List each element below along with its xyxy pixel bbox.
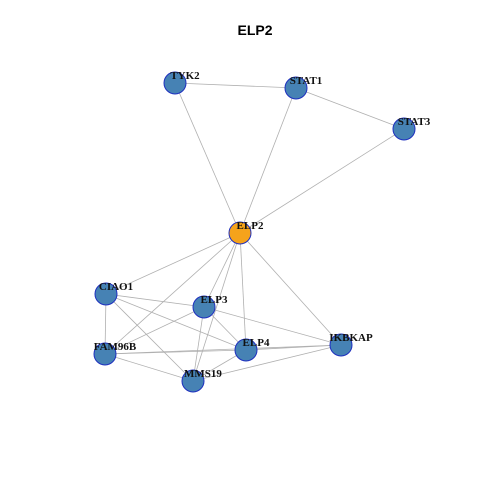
node-circle [93,342,117,366]
edge-layer [104,82,405,382]
edge-elp2-elp3 [203,232,241,308]
edge-elp2-fam96b [104,232,241,355]
edge-ciao1-elp4 [105,293,247,351]
node-circle [234,338,258,362]
node-elp2: ELP2 [228,220,264,245]
edge-fam96b-mms19 [104,353,194,382]
edge-elp2-mms19 [192,232,241,382]
edge-elp2-elp4 [239,232,247,351]
node-label: IKBKAP [329,332,373,344]
edge-elp3-ikbkap [203,306,342,346]
edge-elp3-mms19 [192,306,205,382]
edge-stat1-elp2 [239,87,297,234]
edge-elp2-ciao1 [105,232,241,295]
edge-ikbkap-mms19 [192,344,342,382]
edge-stat3-elp2 [239,128,405,234]
node-circle [284,76,308,100]
node-fam96b: FAM96B [93,341,137,366]
node-circle [329,333,353,357]
node-label: ELP4 [243,337,270,349]
node-stat3: STAT3 [392,116,431,141]
diagram-title: ELP2 [237,22,272,38]
node-ciao1: CIAO1 [94,281,133,306]
node-label: ELP3 [201,294,228,306]
edge-tyk2-elp2 [174,82,241,234]
node-elp3: ELP3 [192,294,228,319]
node-circle [163,71,187,95]
node-label: MMS19 [184,368,222,380]
node-circle [94,282,118,306]
node-circle [192,295,216,319]
node-label: CIAO1 [99,281,133,293]
node-tyk2: TYK2 [163,70,200,95]
node-ikbkap: IKBKAP [329,332,373,357]
edge-elp4-ikbkap [245,344,342,351]
node-circle [228,221,252,245]
edge-ciao1-elp3 [105,293,205,308]
edge-elp2-ikbkap [239,232,342,346]
node-mms19: MMS19 [181,368,222,393]
node-elp4: ELP4 [234,337,270,362]
node-circle [181,369,205,393]
node-label: TYK2 [170,70,200,82]
node-stat1: STAT1 [284,75,323,100]
node-label: STAT3 [398,116,431,128]
edge-tyk2-stat1 [174,82,297,89]
edge-stat1-stat3 [295,87,405,130]
node-label: STAT1 [290,75,323,87]
node-label: FAM96B [94,341,137,353]
edge-ciao1-mms19 [105,293,194,382]
edge-fam96b-ikbkap [104,344,342,355]
node-circle [392,117,416,141]
node-label: ELP2 [237,220,264,232]
edge-elp3-fam96b [104,306,205,355]
